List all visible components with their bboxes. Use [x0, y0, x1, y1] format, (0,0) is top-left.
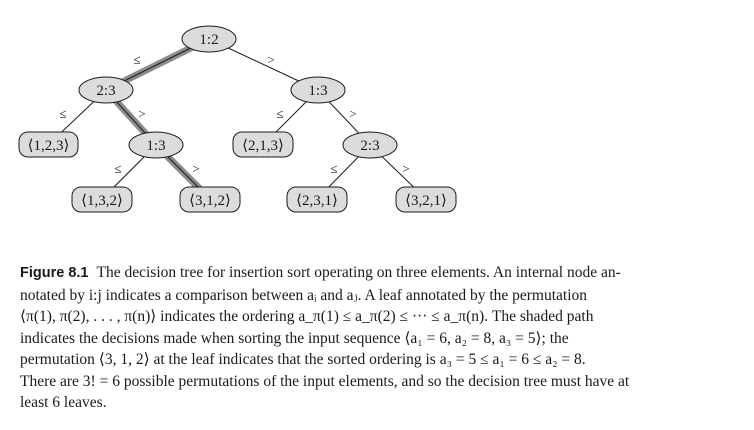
internal-node-root: 1:2 — [181, 25, 237, 53]
tree-edges — [47, 38, 427, 200]
edge-label-le: ≤ — [276, 106, 283, 121]
leaf-label: ⟨1,3,2⟩ — [81, 193, 123, 209]
edge-label-gt: > — [267, 52, 274, 67]
edge-label-le: ≤ — [330, 161, 337, 176]
edge-label-le: ≤ — [59, 106, 66, 121]
caption-line: notated by i:j indicates a comparison be… — [20, 286, 588, 304]
caption-line: permutation ⟨3, 1, 2⟩ at the leaf indica… — [20, 351, 586, 368]
caption-line: least 6 leaves. — [20, 394, 107, 411]
decision-tree-figure: ≤ > ≤ > ≤ > ≤ > ≤ > 1:2 2:3 1:3 1:3 2:3 … — [18, 25, 457, 213]
node-label: 1:2 — [199, 32, 218, 48]
leaf-label: ⟨3,2,1⟩ — [405, 193, 447, 209]
edge-label-gt: > — [402, 161, 409, 176]
leaf-5: ⟨2,3,1⟩ — [286, 186, 348, 213]
figure-label: Figure 8.1 — [20, 265, 89, 281]
leaf-label: ⟨3,1,2⟩ — [189, 193, 231, 209]
node-label: 2:3 — [96, 83, 115, 99]
caption-text: The decision tree for insertion sort ope… — [96, 264, 621, 281]
edge-label-gt: > — [192, 161, 199, 176]
node-label: 2:3 — [360, 138, 379, 154]
caption-line: There are 3! = 6 possible permutations o… — [20, 372, 630, 390]
leaf-1: ⟨1,2,3⟩ — [18, 131, 79, 158]
internal-node-left: 2:3 — [78, 76, 134, 104]
leaf-4: ⟨2,1,3⟩ — [232, 131, 294, 158]
caption-line: Figure 8.1 The decision tree for insertio… — [20, 262, 736, 285]
caption-line: indicates the decisions made when sortin… — [20, 329, 569, 347]
leaf-6: ⟨3,2,1⟩ — [395, 186, 457, 213]
edge-label-gt: > — [349, 106, 356, 121]
leaf-label: ⟨1,2,3⟩ — [28, 138, 70, 154]
leaf-3: ⟨3,1,2⟩ — [179, 186, 241, 213]
leaf-label: ⟨2,1,3⟩ — [242, 138, 284, 154]
edge-labels: ≤ > ≤ > ≤ > ≤ > ≤ > — [59, 52, 409, 176]
edge-label-gt: > — [138, 106, 145, 121]
node-label: 1:3 — [308, 83, 327, 99]
figure-caption: Figure 8.1 The decision tree for insertio… — [20, 262, 736, 414]
leaf-2: ⟨1,3,2⟩ — [71, 186, 133, 213]
node-label: 1:3 — [146, 138, 165, 154]
edge-label-le: ≤ — [133, 52, 140, 67]
internal-node-right-right: 2:3 — [342, 131, 398, 159]
leaf-label: ⟨2,3,1⟩ — [296, 193, 338, 209]
internal-node-right: 1:3 — [290, 76, 346, 104]
caption-line: ⟨π(1), π(2), . . . , π(n)⟩ indicates the… — [20, 308, 594, 325]
edge-label-le: ≤ — [114, 161, 121, 176]
internal-node-left-right: 1:3 — [128, 131, 184, 159]
